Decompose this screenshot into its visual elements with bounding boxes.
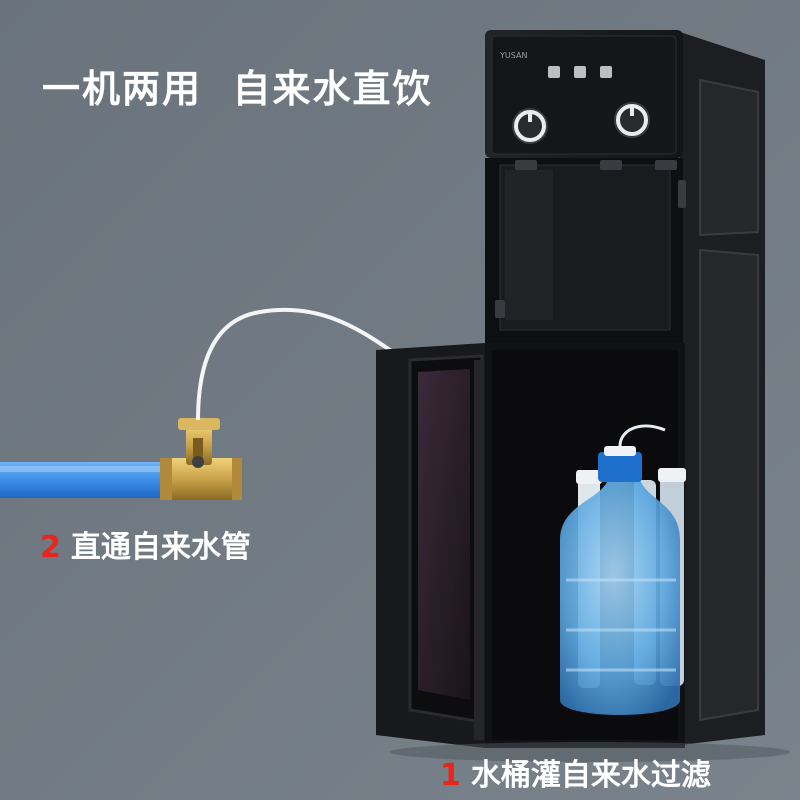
temperature-knob-icon: [614, 102, 650, 138]
brass-valve-icon: [160, 418, 242, 500]
supply-pipe-icon: [0, 462, 180, 498]
power-icon: [548, 66, 560, 78]
temperature-knob-icon: [512, 108, 548, 144]
heat-icon: [574, 66, 586, 78]
floor-shadow: [390, 742, 790, 762]
callout-bucket: 1 水桶灌自来水过滤: [440, 750, 711, 794]
callout-bucket-text: 水桶灌自来水过滤: [470, 758, 711, 793]
callout-pipe: 2 直通自来水管: [40, 522, 251, 566]
open-cabinet-door: [376, 343, 485, 748]
cold-icon: [600, 66, 612, 78]
callout-pipe-number: 2: [40, 530, 61, 565]
water-bottle-icon: [560, 424, 680, 715]
callout-bucket-number: 1: [440, 758, 461, 793]
headline: 一机两用 自来水直饮: [42, 67, 433, 111]
brand-mark: YUSAN: [499, 51, 527, 60]
callout-pipe-text: 直通自来水管: [70, 530, 251, 565]
